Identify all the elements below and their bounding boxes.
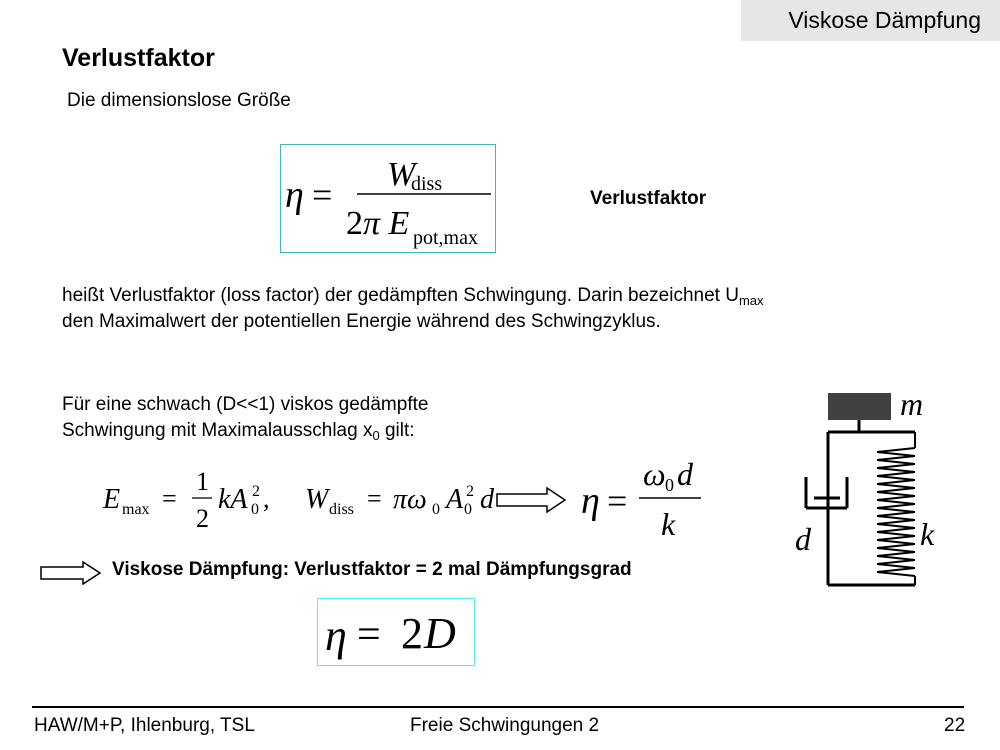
eta-denominator-k: k bbox=[661, 506, 676, 542]
result-statement: Viskose Dämpfung: Verlustfaktor = 2 mal … bbox=[112, 559, 632, 580]
equals-sign-2: = bbox=[367, 484, 382, 513]
loss-factor-formula: η = W diss 2π E pot,max bbox=[285, 156, 491, 249]
wdiss-symbol: W bbox=[305, 484, 331, 515]
d-term: d bbox=[480, 484, 495, 515]
comma: , bbox=[263, 484, 270, 513]
two-digit: 2 bbox=[401, 609, 423, 658]
intro-text: Die dimensionslose Größe bbox=[67, 90, 291, 111]
footer-course: Freie Schwingungen 2 bbox=[410, 715, 600, 736]
header-tag-background bbox=[741, 0, 1000, 41]
half-numerator: 1 bbox=[196, 467, 209, 496]
numerator-w: W bbox=[387, 156, 418, 193]
eta-numerator-d: d bbox=[677, 456, 694, 492]
footer-divider bbox=[32, 706, 964, 708]
a-subscript: 0 bbox=[464, 501, 472, 518]
loss-factor-formula-box bbox=[280, 144, 496, 253]
d-symbol: D bbox=[423, 609, 456, 658]
formula-label: Verlustfaktor bbox=[590, 188, 707, 209]
paragraph1-line1: heißt Verlustfaktor (loss factor) der ge… bbox=[62, 285, 764, 308]
spring-label: k bbox=[920, 516, 935, 552]
numerator-subscript: diss bbox=[411, 173, 442, 195]
emax-subscript: max bbox=[122, 501, 150, 518]
emax-symbol: E bbox=[102, 484, 120, 515]
footer-author: HAW/M+P, Ihlenburg, TSL bbox=[34, 715, 255, 736]
ka-term: kA bbox=[218, 484, 248, 515]
mass-spring-damper-diagram: m d k bbox=[795, 386, 935, 587]
eta-symbol: η bbox=[581, 480, 600, 522]
equals-sign: = bbox=[162, 484, 177, 513]
equals-sign-3: = bbox=[607, 481, 627, 521]
spring-coil bbox=[876, 447, 916, 577]
slide-title: Verlustfaktor bbox=[62, 44, 215, 72]
a-term: A bbox=[444, 484, 464, 515]
a-superscript: 2 bbox=[466, 483, 474, 500]
paragraph2-line2: Schwingung mit Maximalausschlag x0 gilt: bbox=[62, 420, 415, 443]
eta-symbol: η bbox=[325, 611, 347, 660]
page-number: 22 bbox=[944, 715, 966, 736]
eta-2d-formula-box bbox=[317, 598, 475, 666]
implies-arrow-icon bbox=[496, 486, 567, 514]
half-denominator: 2 bbox=[196, 504, 209, 533]
damper-label: d bbox=[795, 521, 812, 557]
paragraph2-line1: Für eine schwach (D<<1) viskos gedämpfte bbox=[62, 394, 429, 415]
denominator-2pi: 2π E bbox=[346, 205, 410, 242]
energy-formulas: E max = 1 2 kA 2 0 , W diss = πω 0 A 2 0… bbox=[102, 456, 701, 542]
denominator-subscript: pot,max bbox=[413, 227, 478, 249]
omega-subscript: 0 bbox=[432, 501, 440, 518]
equals-sign: = bbox=[312, 175, 332, 215]
paragraph1-line2: den Maximalwert der potentiellen Energie… bbox=[62, 311, 661, 332]
ka-superscript: 2 bbox=[252, 483, 260, 500]
pi-omega: πω bbox=[393, 484, 427, 515]
mass-block bbox=[828, 393, 891, 420]
eta-2d-formula: η = 2 D bbox=[325, 609, 456, 660]
eta-numerator-omega: ω bbox=[643, 456, 666, 492]
equals-sign: = bbox=[357, 612, 381, 658]
result-arrow-icon bbox=[40, 561, 102, 585]
ka-subscript: 0 bbox=[251, 501, 259, 518]
eta-numerator-subscript: 0 bbox=[665, 475, 674, 495]
mass-label: m bbox=[900, 386, 923, 422]
wdiss-subscript: diss bbox=[329, 501, 354, 518]
header-tag: Viskose Dämpfung bbox=[788, 7, 981, 33]
eta-symbol: η bbox=[285, 174, 304, 216]
